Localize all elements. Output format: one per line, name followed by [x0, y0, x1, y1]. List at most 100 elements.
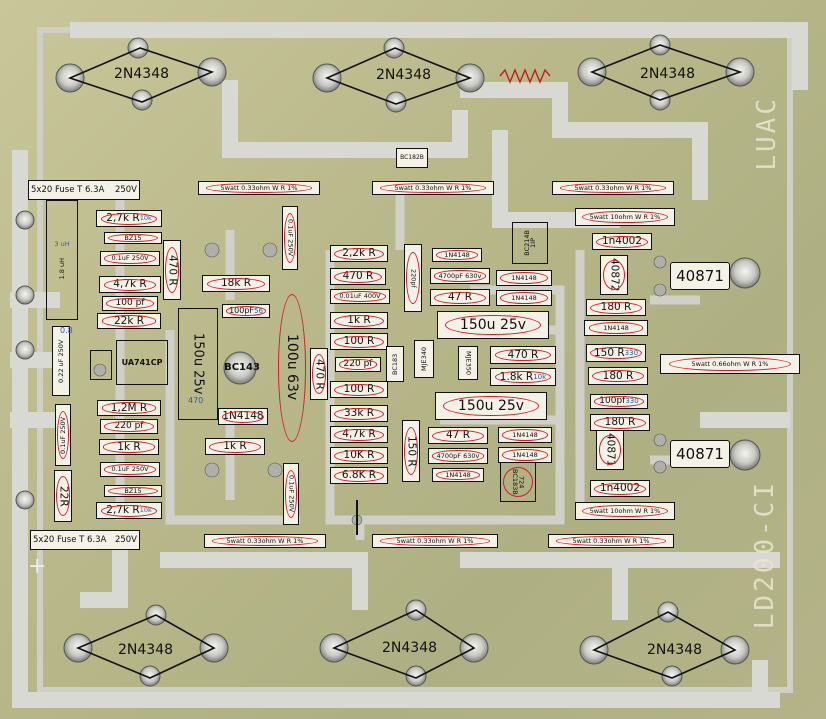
transistor-bc143: BC143: [222, 350, 262, 385]
note-470: 470: [188, 396, 204, 405]
res-5w-bot-3: 5watt 0.33ohm W R 1%: [548, 534, 674, 548]
r-10k-mid: 10K R: [330, 447, 388, 464]
inductor: 3 uH 1.8 uH: [46, 200, 78, 320]
r-1k-center: 1k R: [205, 438, 265, 455]
cap-100pf-right-note: 330: [625, 397, 639, 405]
q-bot-mid-label: 2N4348: [382, 640, 438, 656]
res-5w-bot-2: 5watt 0.33ohm W R 1%: [372, 534, 498, 548]
cap-100pf-right-label: 100pf: [599, 396, 626, 406]
res-5w-top-3: 5watt 0.33ohm W R 1%: [552, 181, 674, 195]
cap-0-01uf: 0.01uF 400V: [330, 289, 390, 304]
d-1n4148-rc6: 1N4148: [432, 468, 484, 482]
transistor-bc143-label: BC143: [224, 361, 260, 373]
cap-0-22uf: 0.22 uF 250V: [52, 326, 70, 396]
r-470-rc: 470 R: [490, 346, 556, 364]
cap-4700pf-rc2: 4700pF 630v: [428, 448, 488, 464]
r-4-7k-mid: 4,7k R: [330, 426, 388, 443]
r-47-rc1: 47 R: [430, 289, 490, 306]
transistor-bc214b-note: 1IP: [529, 238, 537, 248]
d-1n4148-right: 1N4148: [584, 320, 648, 336]
d-1n4148-rc2: 1N4148: [496, 270, 552, 286]
q-bot-right-label: 2N4348: [647, 642, 703, 658]
q-40871-vert: 40871: [596, 430, 624, 470]
opamp-ua741: UA741CP: [116, 340, 168, 385]
cap-100u-63v-label: 100u 63v: [284, 334, 300, 401]
res-0-66ohm: 5watt 0.66ohm W R 1%: [660, 354, 800, 374]
driver-40871-top: 40871: [670, 262, 730, 290]
d-1n4148-rc4: 1N4148: [498, 427, 552, 443]
r-470-center: 470 R: [330, 268, 386, 285]
q-40872: 40872: [600, 255, 628, 295]
r-6-8k-mid: 6.8K R: [330, 467, 388, 484]
r-100-mid-b: 100 R: [330, 381, 388, 398]
transistor-bc183b-note: 724: [517, 475, 526, 489]
r-1k-mid: 1k R: [330, 312, 388, 329]
d-1n4002-top: 1n4002: [592, 233, 652, 250]
driver-40871-bottom: 40871: [670, 440, 730, 468]
cap-0-1uf-vert-left: 0.1uF 250V: [55, 404, 71, 466]
r-1-8k-rc-label: 1.8k R: [499, 370, 534, 383]
q-top-left-label: 2N4348: [114, 66, 170, 82]
opamp-ua741-label: UA741CP: [121, 357, 163, 367]
cap-220pf-mid: 220 pf: [335, 357, 381, 372]
transistor-mje340: MJE340: [414, 340, 434, 378]
q-top-mid-label: 2N4348: [376, 67, 432, 83]
r-1k-left: 1k R: [99, 439, 159, 455]
cap-0-1uf-bot-center: 0.1uF 250V: [283, 463, 299, 525]
cap-150u-vert: 150u 25v: [178, 308, 218, 420]
transistor-bc183: BC183: [386, 346, 404, 382]
cap-100pf-center-note: 56: [254, 306, 263, 315]
r-150-mid: 150 R: [402, 420, 420, 482]
r-18k: 18k R: [202, 275, 270, 292]
cap-220pf-vert: 220pf: [404, 244, 422, 312]
zener-bz15-top: BZ15: [104, 232, 162, 244]
q-top-right-label: 2N4348: [640, 66, 696, 82]
r-180-right-3: 180 R: [590, 414, 650, 431]
d-1n4148-center: 1N4148: [218, 408, 268, 425]
r-33k: 33k R: [330, 405, 388, 422]
r-2-7k-top-note: 10k: [139, 214, 152, 223]
res-10ohm-top: 5watt 10ohm W R 1%: [575, 208, 675, 226]
cap-150u-vert-label: 150u 25v: [190, 333, 206, 395]
r-22-left: 22R: [54, 470, 72, 522]
transistor-bc183b-label: BC183B: [511, 469, 519, 495]
r-4-7k-left: 4,7k R: [99, 276, 161, 293]
r-2-2k: 2,2k R: [330, 245, 388, 262]
q-bot-left-label: 2N4348: [118, 642, 174, 658]
r-47-rc2: 47 R: [428, 427, 488, 444]
r-1-2m: 1,2M R: [97, 400, 161, 416]
r-150-right-note: 330: [624, 348, 639, 357]
inductor-value: 3 uH: [54, 240, 70, 249]
res-5w-bot-1: 5watt 0.33ohm W R 1%: [204, 534, 326, 548]
d-1n4148-rc3: 1N4148: [496, 290, 552, 306]
cap-100pf-center-label: 100pF: [229, 306, 255, 315]
cap-0-1uf-top-center: 0.1uF 250V: [282, 206, 298, 270]
r-470-vert-center: 470 R: [310, 348, 328, 400]
r-2-7k-bot-label: 2,7k R: [106, 504, 140, 517]
note-08: 0.8: [60, 326, 73, 335]
transistor-mje350: MJE350: [458, 346, 478, 380]
r-100-mid: 100 R: [330, 333, 388, 350]
cap-100u-63v: 100u 63v: [276, 275, 308, 460]
part-small-left: [90, 350, 112, 380]
r-2-7k-bot-note: 10k: [139, 506, 152, 515]
fuse-bottom-voltage: 250V: [114, 534, 137, 545]
cap-220pf-left: 220 pf: [100, 419, 158, 434]
fuse-top-voltage: 250V: [114, 184, 137, 195]
transistor-bc182b: BC182B: [396, 148, 428, 168]
plus-sign: +: [28, 554, 47, 579]
d-1n4148-rc1: 1N4148: [432, 248, 482, 262]
r-470-left: 470 R: [163, 240, 181, 300]
r-1-8k-rc-note: 10k: [533, 372, 547, 381]
